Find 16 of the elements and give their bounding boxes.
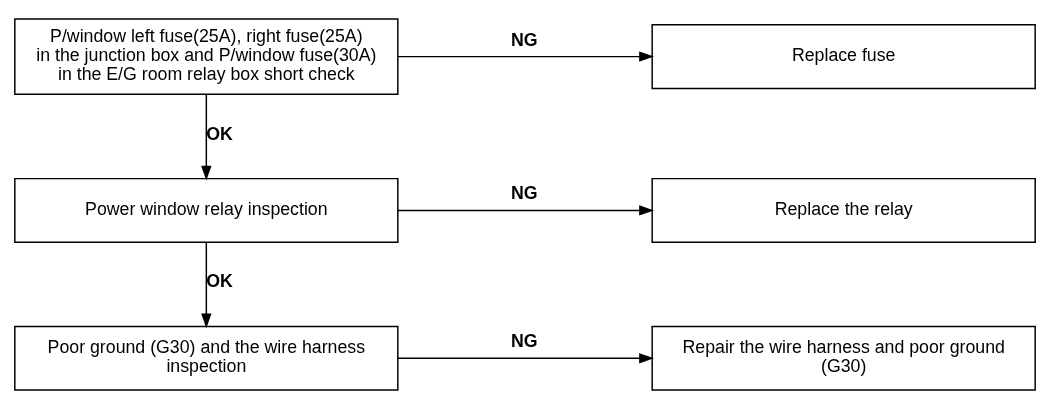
edge-label: OK — [206, 270, 233, 291]
node-box: Repair the wire harness and poor ground (G30) — [651, 325, 1036, 391]
node-box: Poor ground (G30) and the wire harness inspection — [14, 325, 399, 391]
node-box: P/window left fuse(25A), right fuse(25A) in the junction box and P/window fuse(30A) in the E/G room relay box short check — [14, 17, 399, 95]
arrow — [397, 204, 654, 216]
node-box: Replace fuse — [651, 23, 1036, 89]
arrow — [397, 50, 654, 62]
edge-label: OK — [206, 123, 233, 144]
arrow — [201, 241, 212, 328]
arrow — [201, 93, 212, 181]
edge-label: NG — [510, 182, 538, 203]
arrow — [397, 352, 654, 363]
node-box: Replace the relay — [651, 177, 1036, 243]
edge-label: NG — [510, 330, 538, 351]
edge-label: NG — [510, 29, 538, 50]
node-box: Power window relay inspection — [14, 177, 399, 243]
